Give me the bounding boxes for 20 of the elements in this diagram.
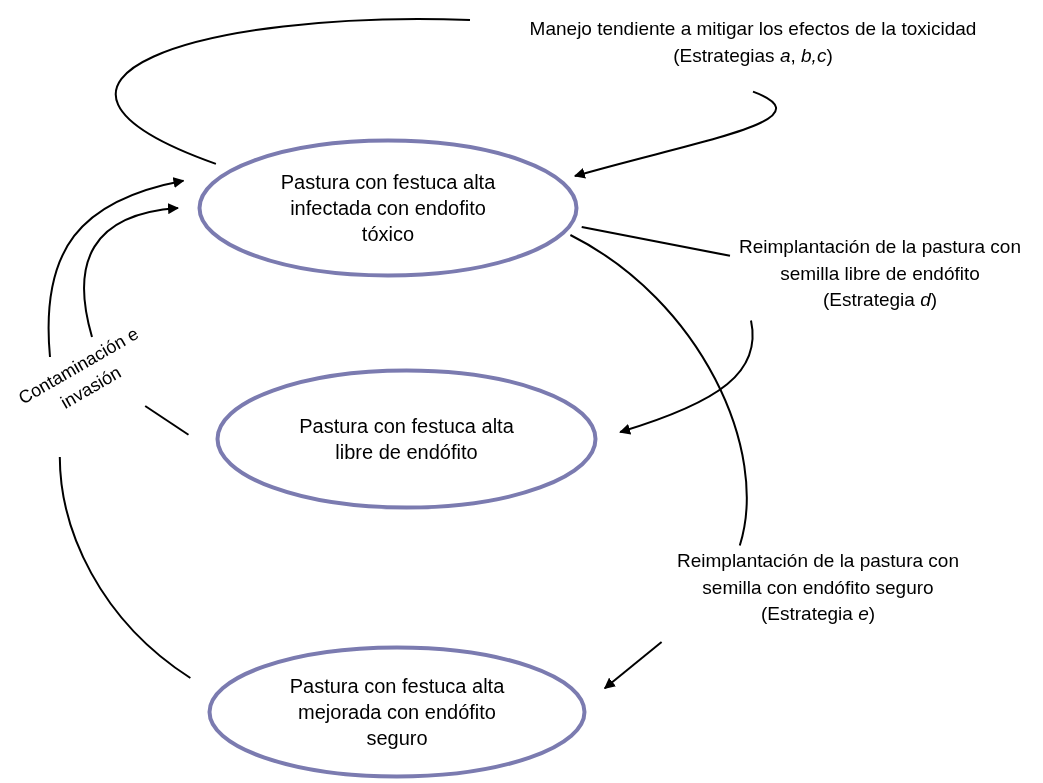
ellipse-label: Pastura con festuca alta mejorada con endófito seguro [288,674,506,751]
connector-line [115,18,471,165]
state-ellipse [197,138,579,278]
connector-line [144,405,190,436]
arrow [619,319,754,435]
ellipse-label: Pastura con festuca alta infectada con endofito tóxico [279,170,497,247]
arrow [573,90,777,179]
arrow [83,203,179,338]
annotation-text: Manejo tendiente a mitigar los efectos de la toxicidad [529,17,977,41]
connector-line [580,226,731,257]
state-ellipse [215,368,598,510]
ellipse-label: Pastura con festuca alta libre de endófito [298,414,515,465]
arrow [603,641,663,690]
strategy-reference: (Estrategia d) [822,288,938,313]
strategy-reference: (Estrategia e) [760,602,876,627]
state-ellipse [207,645,587,779]
connector-line [569,234,748,547]
connector-line [58,456,192,679]
arrow [47,177,185,358]
strategy-reference: (Estrategias a, b,c) [673,43,833,68]
